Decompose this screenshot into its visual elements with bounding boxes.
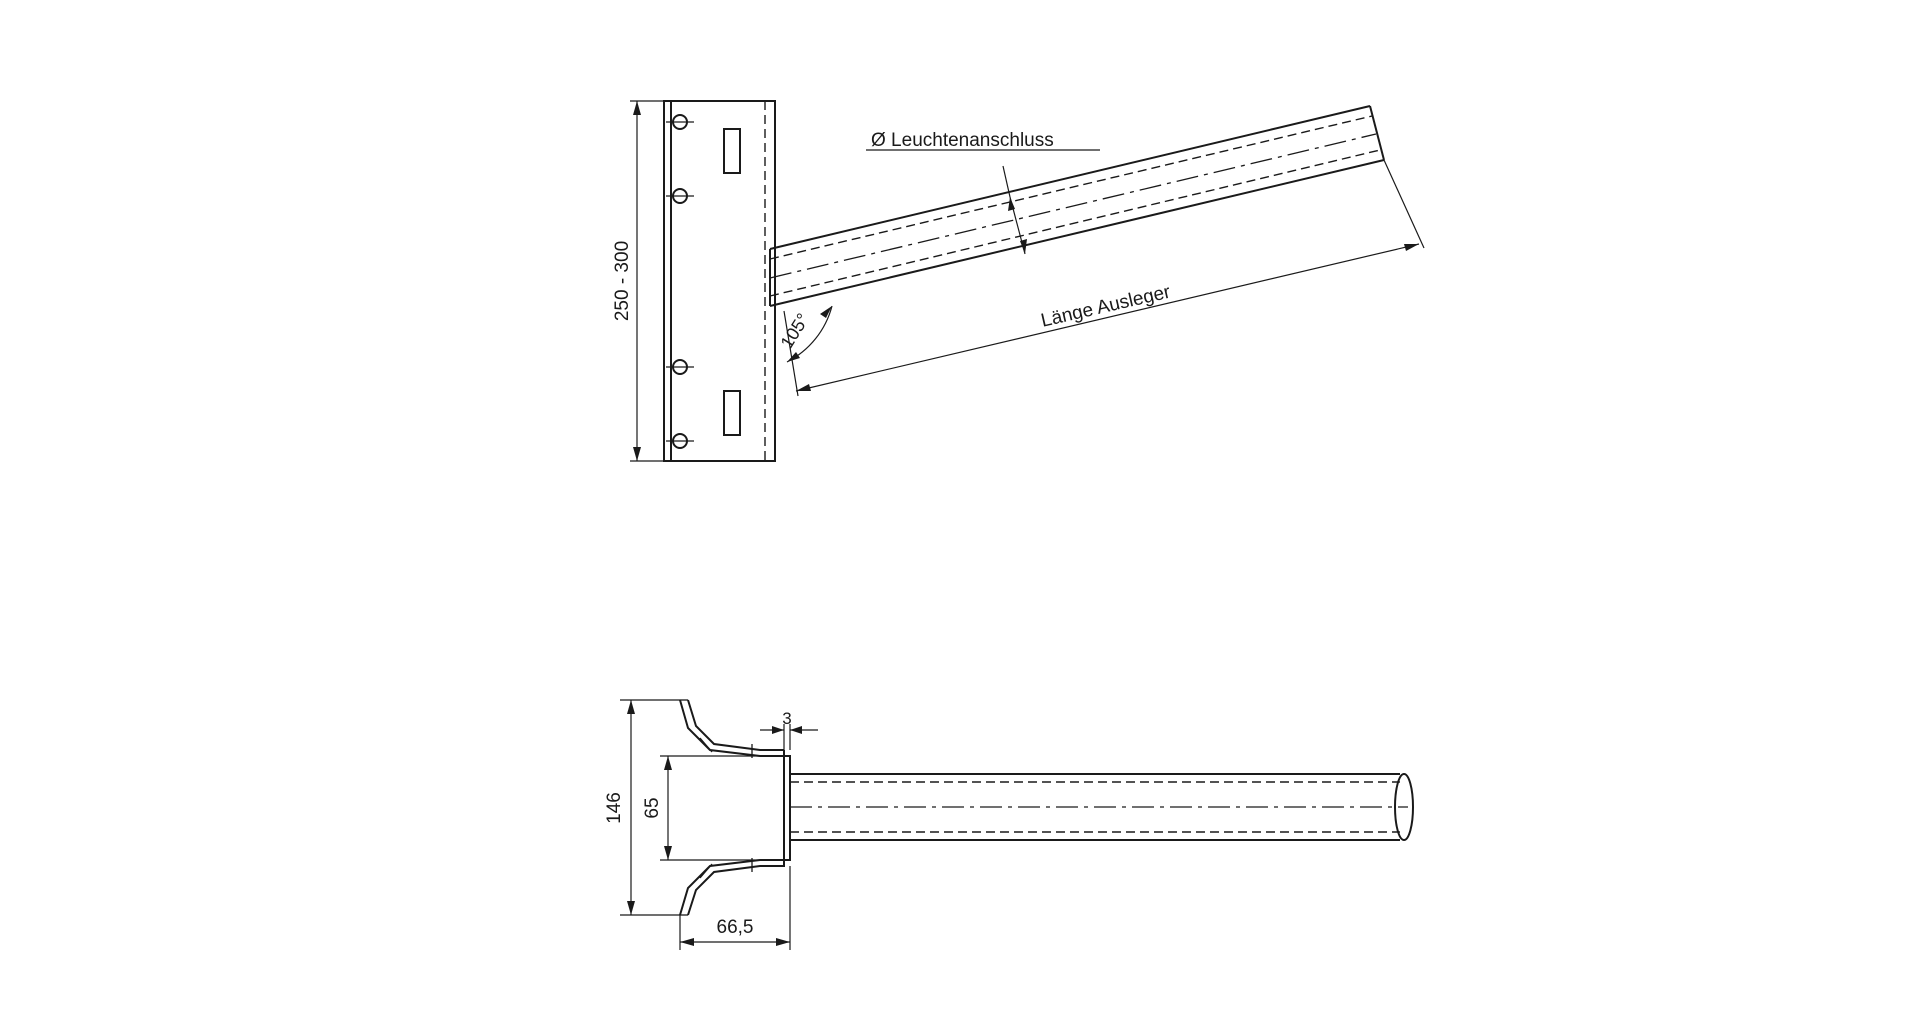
plate-slot-top xyxy=(723,128,741,174)
angle-label: 105° xyxy=(777,310,814,352)
bolt-holes xyxy=(666,114,694,449)
bracket-profile xyxy=(679,699,791,916)
height-label: 250 - 300 xyxy=(612,241,633,321)
depth-label: 66,5 xyxy=(717,917,754,938)
width-dimension: 146 xyxy=(604,699,680,916)
diameter-dimension: Ø Leuchtenanschluss xyxy=(866,130,1100,255)
mounting-plate xyxy=(663,100,776,462)
bottom-view: 146 65 66,5 3 xyxy=(604,699,1414,950)
length-dimension: Länge Ausleger xyxy=(783,159,1425,397)
top-view: 250 - 300 Ø Leuchtenanschluss Länge Ausl… xyxy=(612,100,1425,462)
depth-dimension: 66,5 xyxy=(679,866,791,950)
inner-dimension: 65 xyxy=(642,755,760,861)
thickness-label: 3 xyxy=(782,709,791,728)
diameter-label: Ø Leuchtenanschluss xyxy=(871,130,1054,151)
inner-label: 65 xyxy=(642,797,663,818)
width-label: 146 xyxy=(604,792,625,824)
thickness-dimension: 3 xyxy=(760,709,818,750)
height-dimension: 250 - 300 xyxy=(612,100,664,462)
plate-slot-bottom xyxy=(723,390,741,436)
straight-tube xyxy=(790,773,1414,841)
arm-tube xyxy=(769,105,1385,307)
